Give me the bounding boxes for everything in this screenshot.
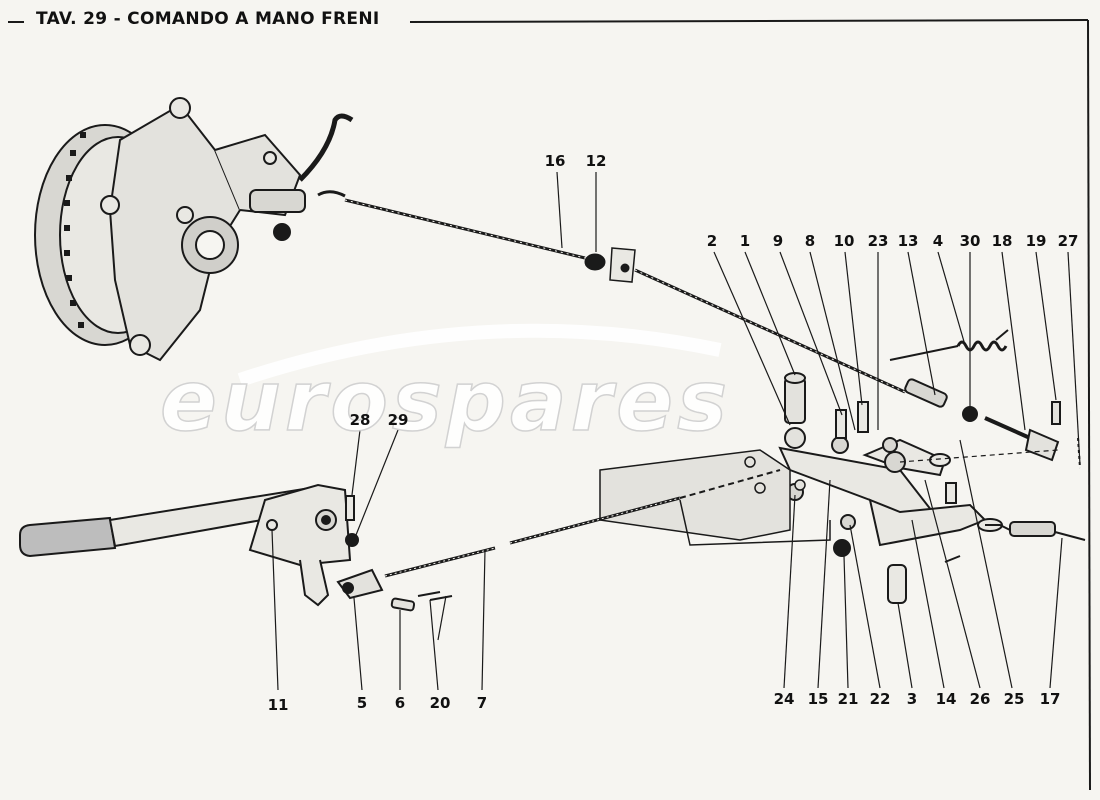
return-spring bbox=[889, 329, 1009, 422]
callout-30: 30 bbox=[959, 232, 981, 250]
callout-28: 28 bbox=[349, 411, 371, 429]
callout-8: 8 bbox=[804, 232, 816, 250]
callout-18: 18 bbox=[991, 232, 1013, 250]
eurospares-watermark: eurospares bbox=[159, 323, 731, 451]
callout-11: 11 bbox=[267, 696, 289, 714]
callout-17: 17 bbox=[1039, 690, 1061, 708]
floor-tunnel-bracket bbox=[599, 449, 831, 546]
callout-21: 21 bbox=[837, 690, 859, 708]
adjuster-rod bbox=[984, 401, 1081, 469]
plate-frame bbox=[8, 19, 1091, 791]
callout-25: 25 bbox=[1003, 690, 1025, 708]
callout-6: 6 bbox=[394, 694, 406, 712]
hand-brake-lever bbox=[19, 483, 359, 607]
callout-4: 4 bbox=[932, 232, 944, 250]
callout-23: 23 bbox=[867, 232, 889, 250]
callout-13: 13 bbox=[897, 232, 919, 250]
callout-27: 27 bbox=[1057, 232, 1079, 250]
callout-20: 20 bbox=[429, 694, 451, 712]
callout-9: 9 bbox=[772, 232, 784, 250]
handbrake-lever-linkage bbox=[778, 401, 1003, 604]
callout-19: 19 bbox=[1025, 232, 1047, 250]
watermark-text: eurospares bbox=[160, 352, 731, 450]
callout-10: 10 bbox=[833, 232, 855, 250]
callout-29: 29 bbox=[387, 411, 409, 429]
callout-14: 14 bbox=[935, 690, 957, 708]
pivot-pin bbox=[784, 372, 806, 449]
callout-12: 12 bbox=[585, 152, 607, 170]
plate-title: TAV. 29 - COMANDO A MANO FRENI bbox=[30, 9, 386, 29]
callout-1: 1 bbox=[739, 232, 751, 250]
lever-pull-rod bbox=[384, 469, 781, 578]
callout-16: 16 bbox=[544, 152, 566, 170]
callout-5: 5 bbox=[356, 694, 368, 712]
rod-clevis-and-pins bbox=[336, 568, 453, 612]
callout-22: 22 bbox=[869, 690, 891, 708]
callout-26: 26 bbox=[969, 690, 991, 708]
callout-15: 15 bbox=[807, 690, 829, 708]
callout-2: 2 bbox=[706, 232, 718, 250]
rear-brake-cable bbox=[317, 190, 948, 408]
front-brake-cable bbox=[944, 521, 1086, 563]
callout-leaders bbox=[271, 171, 1081, 691]
callout-24: 24 bbox=[773, 690, 795, 708]
callout-3: 3 bbox=[906, 690, 918, 708]
callout-7: 7 bbox=[476, 694, 488, 712]
brake-caliper-assembly bbox=[34, 97, 354, 362]
